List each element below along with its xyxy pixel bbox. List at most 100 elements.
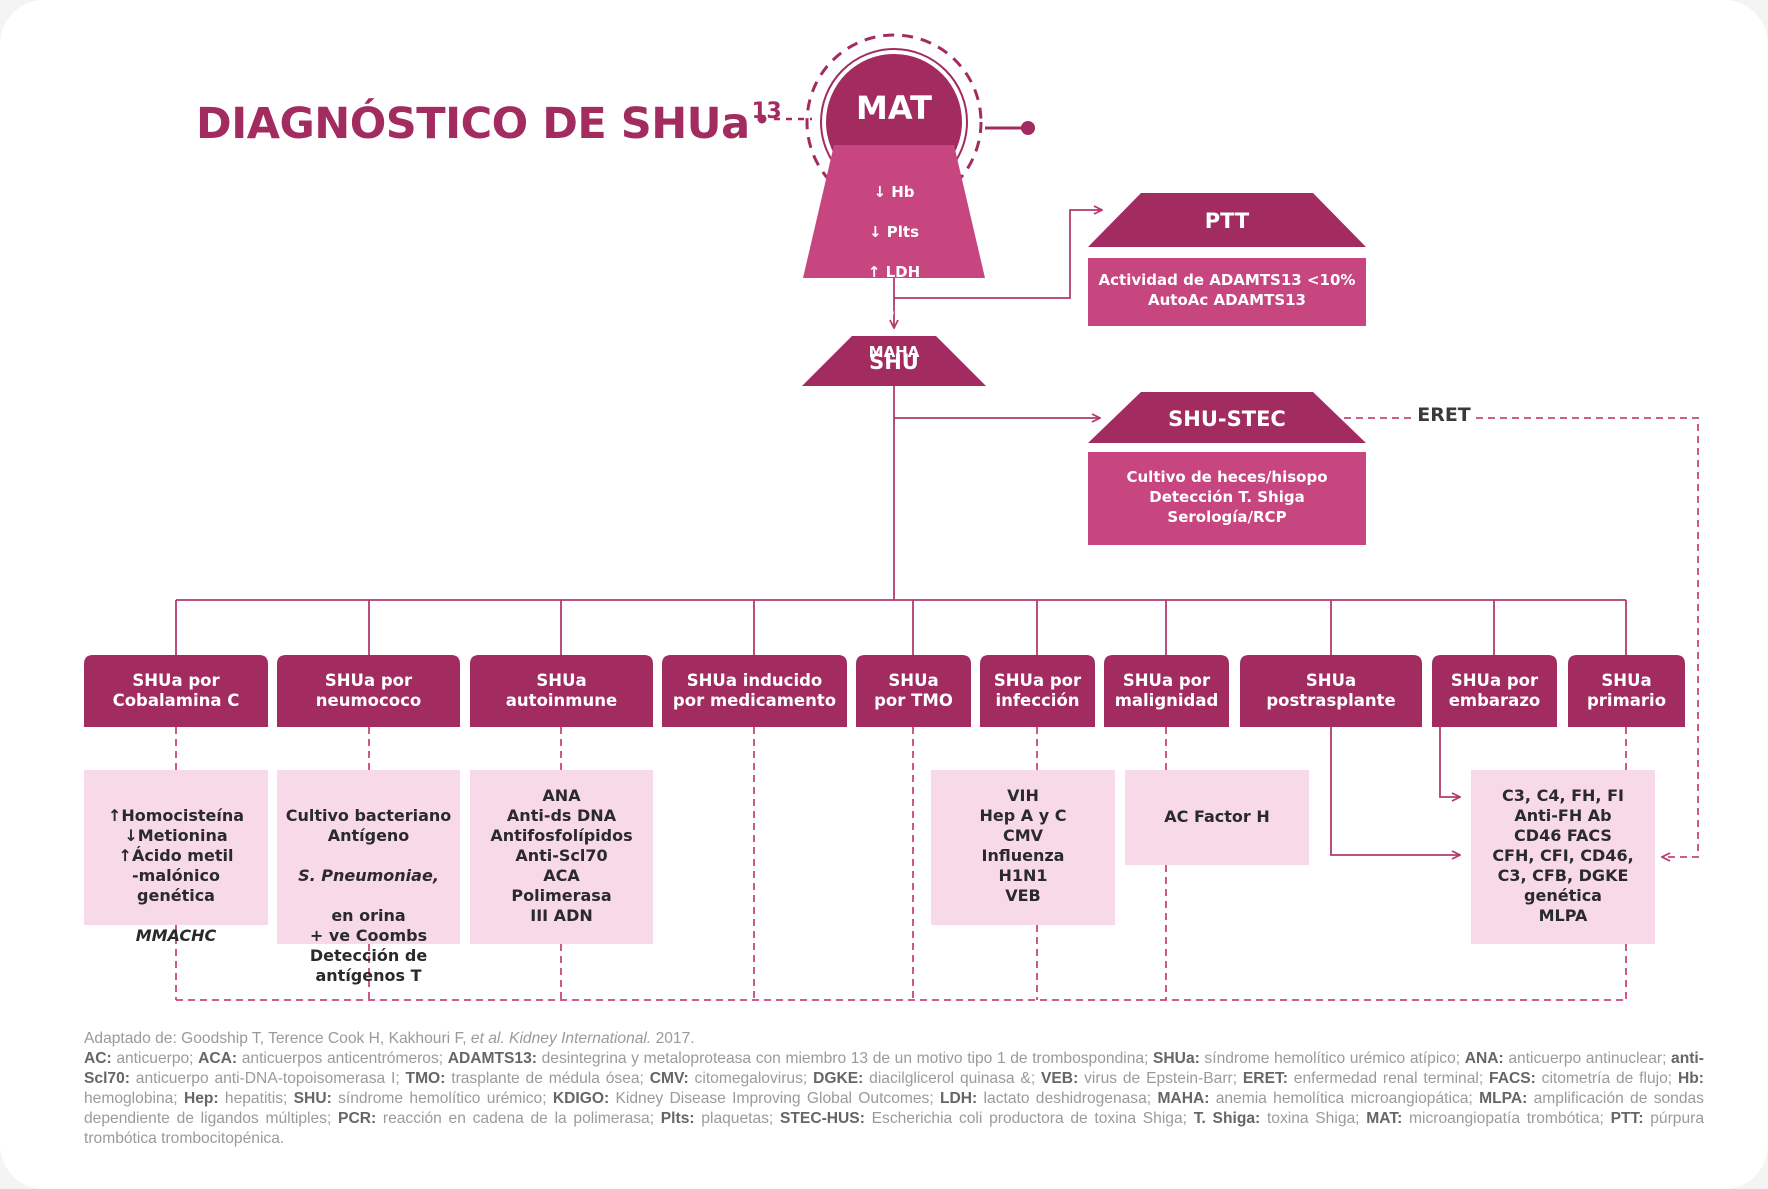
tests-autoinmune: ANA Anti-ds DNA Antifosfolípidos Anti-Sc… — [490, 786, 633, 925]
abbreviation-definition: síndrome hemolítico urémico atípico; — [1199, 1050, 1461, 1067]
shu-stec-node — [1088, 392, 1366, 545]
ptt-detail: Actividad de ADAMTS13 <10% AutoAc ADAMTS… — [1098, 271, 1356, 309]
abbreviation-definition: toxina Shiga; — [1260, 1110, 1360, 1127]
footnotes: Adaptado de: Goodship T, Terence Cook H,… — [84, 1029, 1704, 1149]
abbreviation-term: CMV: — [649, 1070, 689, 1087]
shu-node — [802, 336, 986, 386]
category-postrasplante: SHUa postrasplante — [1266, 671, 1396, 710]
abbreviations-list: AC: anticuerpo; ACA: anticuerpos anticen… — [84, 1050, 1704, 1147]
abbreviation-definition: desintegrina y metaloproteasa con miembr… — [536, 1050, 1149, 1067]
connectors — [175, 210, 1627, 855]
abbreviation-term: Hep: — [183, 1090, 219, 1107]
abbreviation-definition: microangiopatía trombótica; — [1402, 1110, 1604, 1127]
ptt-node — [1088, 193, 1366, 326]
abbreviation-term: PCR: — [338, 1110, 377, 1127]
mat-criterion: ↓Haptoglobina — [830, 303, 958, 321]
category-neumococo: SHUa por neumococo — [315, 671, 422, 710]
abbreviation-definition: lactato deshidrogenasa; — [977, 1090, 1152, 1107]
abbreviation-item: FACS: citometría de flujo; — [1489, 1070, 1672, 1087]
abbreviation-term: PTT: — [1610, 1110, 1644, 1127]
abbreviation-term: ACA: — [198, 1050, 238, 1067]
abbreviation-definition: citomegalovirus; — [688, 1070, 808, 1087]
shu-stec-label: SHU-STEC — [1168, 407, 1286, 431]
category-infeccion: SHUa por infección — [993, 671, 1082, 710]
abbreviation-item: anti-Scl70: anticuerpo anti-DNA-topoisom… — [84, 1050, 1704, 1087]
dashed-connectors — [175, 417, 1699, 1001]
abbreviation-term: ADAMTS13: — [447, 1050, 537, 1067]
mat-criterion: ↓ Plts — [868, 223, 920, 241]
mat-label: MAT — [856, 89, 932, 127]
abbreviation-definition: Escherichia coli productora de toxina Sh… — [864, 1110, 1187, 1127]
abbreviation-definition: enfermedad renal terminal; — [1287, 1070, 1484, 1087]
category-medicamento: SHUa inducido por medicamento — [672, 671, 837, 710]
abbreviation-term: MLPA: — [1479, 1090, 1528, 1107]
abbreviation-definition: plaquetas; — [694, 1110, 774, 1127]
abbreviation-item: ACA: anticuerpos anticentrómeros; — [198, 1050, 443, 1067]
abbreviation-item: Hb: hemoglobina; — [84, 1070, 1704, 1107]
abbreviation-definition: púrpura trombótica trombocitopénica. — [84, 1110, 1704, 1147]
abbreviation-definition: trasplante de médula ósea; — [445, 1070, 644, 1087]
abbreviation-term: STEC-HUS: — [780, 1110, 865, 1127]
abbreviation-item: T. Shiga: toxina Shiga; — [1194, 1110, 1360, 1127]
abbreviation-term: ANA: — [1464, 1050, 1504, 1067]
mat-criterion: MAHA — [868, 343, 920, 361]
abbreviation-item: KDIGO: Kidney Disease Improving Global O… — [553, 1090, 934, 1107]
abbreviation-item: Hep: hepatitis; — [184, 1090, 287, 1107]
tests-neumococo: Cultivo bacteriano Antígeno S. Pneumonia… — [285, 806, 452, 985]
source-citation: Adaptado de: Goodship T, Terence Cook H,… — [84, 1030, 695, 1047]
abbreviation-term: ERET: — [1242, 1070, 1288, 1087]
abbreviation-item: TMO: trasplante de médula ósea; — [406, 1070, 644, 1087]
abbreviation-item: AC: anticuerpo; — [84, 1050, 194, 1067]
abbreviation-definition: anticuerpo; — [111, 1050, 194, 1067]
title-connector — [757, 114, 812, 124]
abbreviation-definition: amplificación de sondas dependiente de l… — [84, 1090, 1704, 1127]
abbreviation-term: KDIGO: — [552, 1090, 610, 1107]
abbreviation-item: VEB: virus de Epstein-Barr; — [1041, 1070, 1237, 1087]
category-embarazo: SHUa por embarazo — [1448, 671, 1541, 710]
category-tmo: SHUa por TMO — [874, 671, 953, 710]
abbreviation-item: MLPA: amplificación de sondas dependient… — [84, 1090, 1704, 1127]
abbreviation-definition: anticuerpo anti-DNA-topoisomerasa I; — [129, 1070, 400, 1087]
abbreviation-term: VEB: — [1041, 1070, 1079, 1087]
abbreviation-item: PTT: púrpura trombótica trombocitopénica… — [84, 1110, 1704, 1147]
abbreviation-definition: anemia hemolítica microangiopática; — [1209, 1090, 1473, 1107]
mat-node — [803, 33, 1035, 278]
category-cobalamina-c: SHUa por Cobalamina C — [112, 671, 240, 710]
eret-label: ERET — [1412, 404, 1476, 426]
test-boxes — [84, 770, 1655, 944]
mat-criteria: ↓ Hb ↓ Plts ↑ LDH ↓Haptoglobina MAHA — [820, 162, 968, 382]
abbreviation-definition: diacilglicerol quinasa &; — [863, 1070, 1036, 1087]
abbreviation-definition: virus de Epstein-Barr; — [1078, 1070, 1238, 1087]
abbreviation-definition: citometría de flujo; — [1535, 1070, 1673, 1087]
ptt-label: PTT — [1204, 209, 1250, 233]
abbreviation-item: DGKE: diacilglicerol quinasa &; — [813, 1070, 1035, 1087]
abbreviation-term: SHUa: — [1153, 1050, 1200, 1067]
abbreviation-term: Hb: — [1677, 1070, 1704, 1087]
abbreviation-definition: hemoglobina; — [84, 1090, 178, 1107]
mat-criterion: ↑ LDH — [867, 263, 921, 281]
abbreviation-term: anti-Scl70: — [84, 1050, 1704, 1087]
abbreviation-item: SHU: síndrome hemolítico urémico; — [294, 1090, 547, 1107]
abbreviation-term: T. Shiga: — [1193, 1110, 1261, 1127]
category-primario: SHUa primario — [1586, 671, 1667, 710]
abbreviation-term: LDH: — [940, 1090, 978, 1107]
category-autoinmune: SHUa autoinmune — [505, 671, 618, 710]
category-header-boxes — [84, 655, 1685, 727]
abbreviation-term: MAHA: — [1157, 1090, 1210, 1107]
abbreviation-item: MAHA: anemia hemolítica microangiopática… — [1157, 1090, 1472, 1107]
abbreviation-item: ADAMTS13: desintegrina y metaloproteasa … — [448, 1050, 1149, 1067]
abbreviation-definition: reacción en cadena de la polimerasa; — [376, 1110, 655, 1127]
abbreviation-term: MAT: — [1366, 1110, 1403, 1127]
mat-criterion: ↓ Hb — [873, 183, 915, 201]
abbreviation-definition: Kidney Disease Improving Global Outcomes… — [609, 1090, 934, 1107]
abbreviation-item: PCR: reacción en cadena de la polimerasa… — [338, 1110, 654, 1127]
abbreviation-item: ERET: enfermedad renal terminal; — [1243, 1070, 1483, 1087]
abbreviation-item: ANA: anticuerpo antinuclear; — [1465, 1050, 1667, 1067]
abbreviation-definition: síndrome hemolítico urémico; — [331, 1090, 547, 1107]
abbreviation-term: AC: — [84, 1050, 112, 1067]
shu-label: SHU — [869, 350, 919, 374]
abbreviation-item: LDH: lactato deshidrogenasa; — [940, 1090, 1151, 1107]
abbreviation-item: MAT: microangiopatía trombótica; — [1366, 1110, 1604, 1127]
